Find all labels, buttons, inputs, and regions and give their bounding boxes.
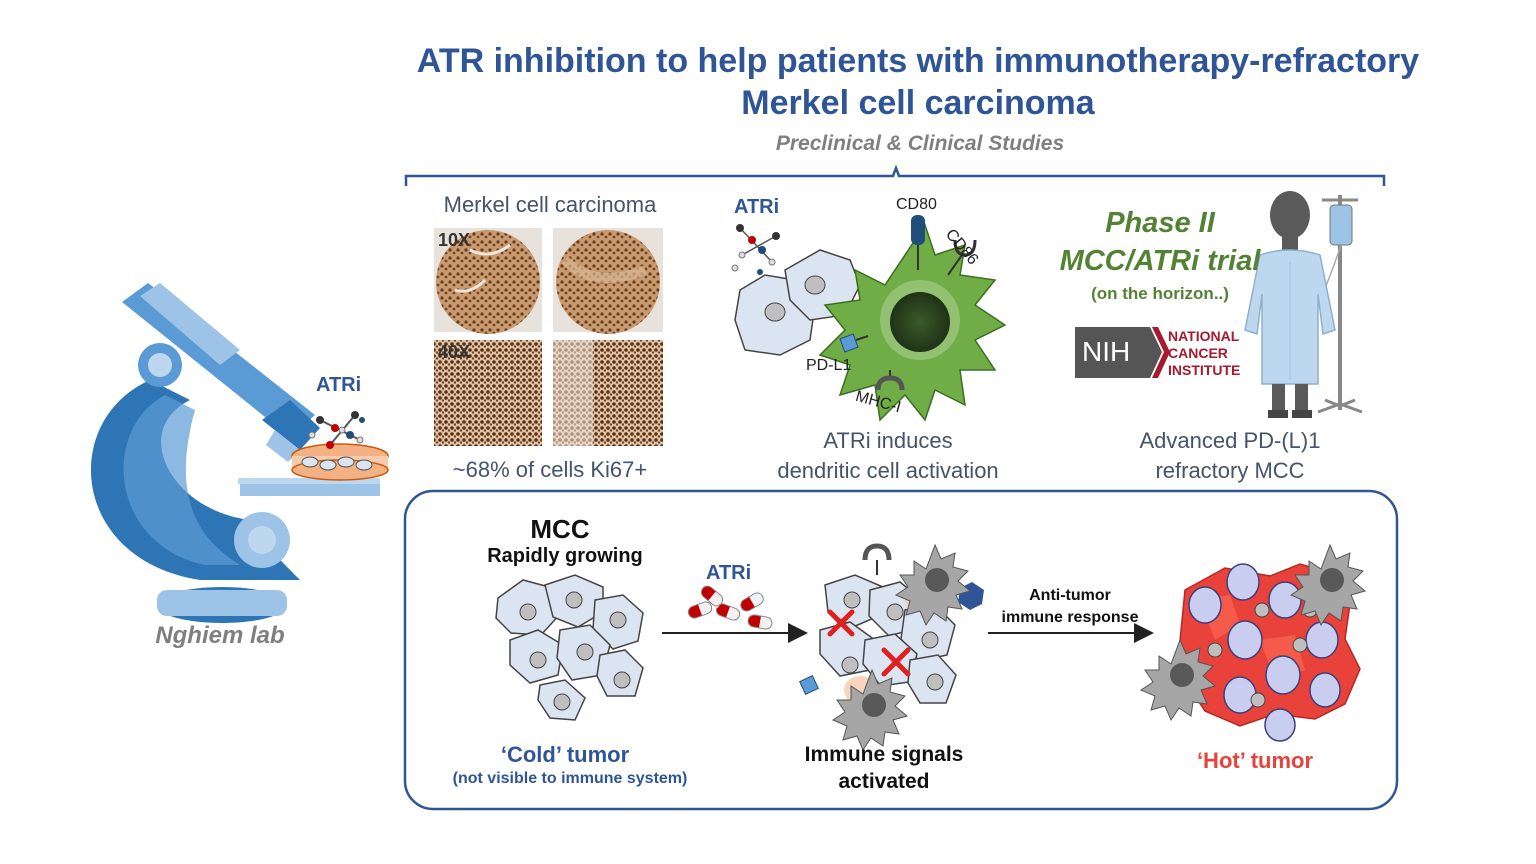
immune-cell-icon [1289,543,1367,627]
lab-name: Nghiem lab [155,622,285,649]
trial-caption-line1: Advanced PD-(L)1 [1139,428,1321,453]
dc-caption: ATRi induces dendritic cell activation [740,426,1036,486]
page-title-line1: ATR inhibition to help patients with imm… [416,42,1420,80]
nih-logo-text: NIH [1082,336,1131,367]
cold-tumor-label: ‘Cold’ tumor [500,742,630,767]
trial-title: Phase II MCC/ATRi trial [1040,204,1280,280]
mechanism-frame [403,489,1399,811]
page-title-line2: Merkel cell carcinoma [741,84,1095,122]
mag-low-label: 10X [438,230,471,250]
cross-mark-icon [827,609,855,637]
dendritic-panel [731,215,1007,422]
subtitle-bracket [404,164,1386,186]
patient-illustration [1244,191,1363,418]
nci-line3: INSTITUTE [1168,362,1241,378]
hot-tumor-label: ‘Hot’ tumor [1196,748,1314,773]
section-subtitle: Preclinical & Clinical Studies [775,132,1065,155]
histology-heading: Merkel cell carcinoma [443,192,657,217]
immune-cell-icon [1139,638,1217,722]
activated-tumor-illustration [799,543,984,752]
histology-panel [434,228,663,446]
nci-logo-text: NATIONAL CANCER INSTITUTE [1168,328,1240,379]
atri-molecule-icon [308,411,365,449]
mcc-title: MCC [530,514,590,544]
hot-tumor-illustration [1139,543,1367,742]
page-title: ATR inhibition to help patients with imm… [0,40,1536,124]
cold-tumor-sub: (not visible to immune system) [452,770,688,787]
trial-title-line2: MCC/ATRi trial [1059,245,1261,277]
trial-title-line1: Phase II [1105,207,1215,239]
nci-line2: CANCER [1168,345,1228,361]
immune-line2: activated [838,770,930,793]
mcc-subtitle: Rapidly growing [487,545,643,567]
cd80-label: CD80 [896,196,937,213]
dc-caption-line2: dendritic cell activation [777,458,999,483]
trial-horizon: (on the horizon..) [1091,284,1229,303]
mag-high-label: 40X [438,342,471,362]
dc-atri-label: ATRi [734,196,780,218]
trial-caption: Advanced PD-(L)1 refractory MCC [1110,426,1350,486]
atri-pills-icon [687,585,773,630]
lab-atri-label: ATRi [316,374,362,396]
response-line2: immune response [1001,609,1139,626]
response-arrow-label: Anti-tumor immune response [990,585,1150,629]
dc-caption-line1: ATRi induces [823,428,953,453]
immune-cell-icon [831,668,909,752]
pdl1-label: PD-L1 [806,357,852,374]
atri-molecule-icon [731,224,780,275]
immune-signals-label: Immune signals activated [764,741,1004,795]
nih-logo [1075,327,1170,378]
microscope-illustration [90,283,389,623]
response-line1: Anti-tumor [1029,587,1111,604]
histology-caption: ~68% of cells Ki67+ [452,457,648,482]
pill-atri-label: ATRi [706,562,752,584]
cross-mark-icon [881,647,911,677]
immune-line1: Immune signals [804,743,964,766]
nci-line1: NATIONAL [1168,328,1240,344]
trial-caption-line2: refractory MCC [1155,458,1305,483]
immune-cell-icon [894,543,972,627]
